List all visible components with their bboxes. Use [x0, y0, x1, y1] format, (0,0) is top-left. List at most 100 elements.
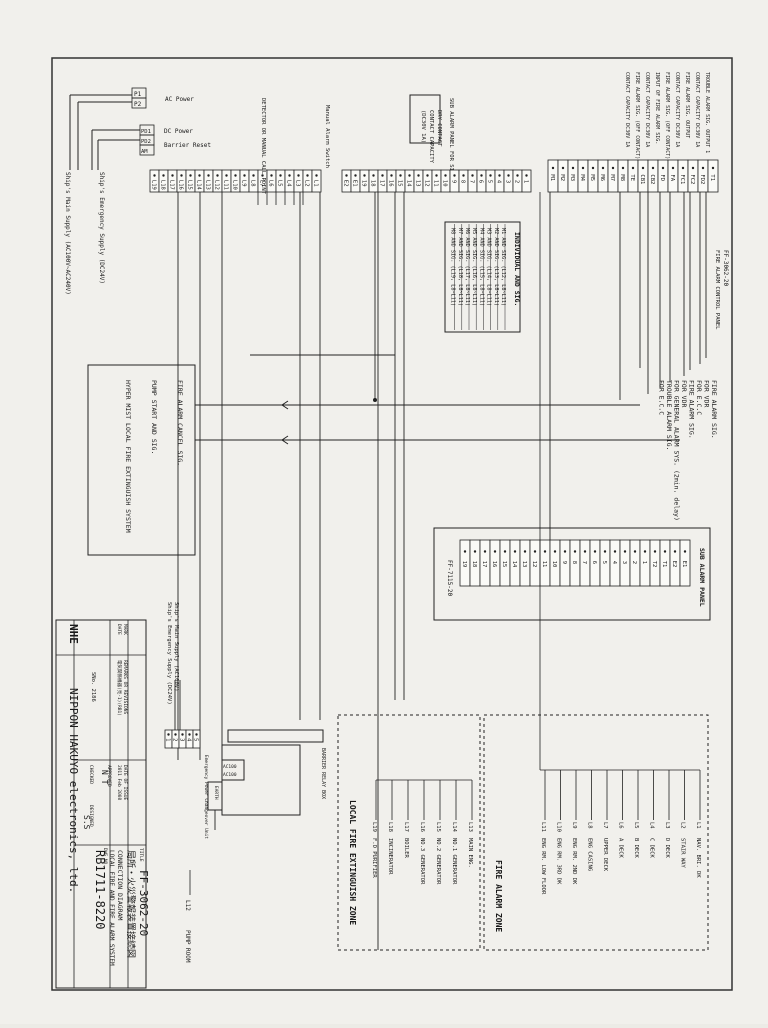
supply-terminal-label: 5 — [193, 738, 199, 741]
right-terminal-label: M7 — [609, 174, 615, 181]
pump-room-tag: L12 — [184, 900, 191, 911]
zone-name: NAV. BRI. DK — [695, 838, 701, 878]
zone-tag: L8 — [587, 822, 593, 829]
left-terminal-label: L1 — [313, 180, 319, 187]
terminal-screw — [390, 174, 393, 177]
individual-and-row: M6 AND SIG. (L17, L8~L11) — [464, 228, 470, 306]
terminal-screw — [611, 166, 615, 170]
middle-terminal-label: 8 — [460, 180, 466, 183]
company-name: NIPPON HAKUYO electronics, ltd. — [67, 688, 80, 893]
right-terminal-label: M1 — [549, 174, 555, 181]
middle-terminal-label: 4 — [496, 180, 502, 184]
sub-alarm-terminal-label: 10 — [551, 561, 557, 568]
terminal-screw — [426, 174, 429, 177]
sub-alarm-terminal-label: 18 — [471, 561, 477, 568]
output-signal-label: FOR GENERAL ALARM SYS. (2min. delay) — [673, 380, 681, 521]
right-terminal-label: FD2 — [699, 174, 705, 184]
left-terminal-label: L16 — [178, 180, 184, 190]
terminal-screw — [525, 174, 528, 177]
designed-label: DESIGNED — [88, 805, 94, 827]
terminal-screw — [683, 550, 687, 553]
revision-entry: 電気関係機器(見-1)(RB1) — [116, 660, 123, 716]
middle-terminal-label: 18 — [370, 180, 376, 187]
left-terminal-label: L10 — [232, 180, 238, 190]
individual-and-row: M5 AND SIG. (L16, L8~L11) — [471, 228, 477, 306]
middle-terminal-label: 5 — [487, 180, 493, 183]
sub-alarm-terminal-label: 4 — [611, 561, 617, 565]
terminal-screw — [651, 166, 655, 170]
dc-terminal-label: PD2 — [141, 139, 151, 145]
right-terminal-label: CB1 — [639, 174, 645, 184]
middle-terminal-label: E2 — [343, 180, 349, 187]
terminal-screw — [643, 550, 647, 553]
contact-note: FIRE ALARM SIG. OUTPUT — [684, 72, 690, 138]
left-terminal-label: L17 — [169, 180, 175, 190]
terminal-screw — [471, 174, 474, 177]
terminal-screw — [663, 550, 667, 553]
local-tag: L16 — [419, 822, 425, 832]
right-terminal-label: M2 — [559, 174, 565, 181]
terminal-screw — [673, 550, 677, 553]
sub-alarm-terminal-label: 3 — [621, 561, 627, 564]
sub-alarm-panel-title: SUB ALARM PANEL — [698, 548, 706, 607]
right-terminal-label: FD — [659, 174, 665, 181]
individual-and-row: M1 AND SIG. (L12, L8~L11) — [500, 228, 506, 306]
left-terminal-label: L13 — [205, 180, 211, 190]
designed-value: S.S — [82, 815, 91, 830]
junction-dot — [373, 398, 377, 402]
manual-switch-label: Manual Alarm Switch — [324, 105, 330, 168]
local-tag: L15 — [435, 822, 441, 832]
terminal-screw — [691, 166, 695, 170]
contact-note: CONTACT CAPACITY DC30V 1A — [674, 72, 680, 147]
zone-tag: L9 — [571, 822, 577, 829]
fire-alarm-zone-title: FIRE ALARM ZONE — [494, 860, 503, 932]
serial-number: SNo. 2186 — [90, 672, 96, 702]
sub-alarm-terminal-label: 14 — [511, 561, 517, 568]
dc-power-label: DC Power — [164, 128, 193, 135]
local-tag: L19 — [371, 822, 377, 832]
contact-note: CONTACT CAPACITY DC30V 1A — [644, 72, 650, 147]
sub-panel-sig-line: (DC30V 1A) — [420, 110, 426, 143]
dc-power-terminal — [139, 144, 155, 156]
terminal-screw — [167, 733, 170, 736]
fire-alarm-zone-box — [483, 714, 709, 951]
dc-terminal-label: PD1 — [141, 129, 151, 135]
sub-alarm-terminal-label: 1 — [641, 561, 647, 564]
terminal-screw — [315, 174, 318, 177]
sub-alarm-terminal-label: 11 — [541, 561, 547, 568]
zone-tag: L6 — [618, 822, 624, 829]
terminal-screw — [593, 550, 597, 553]
middle-terminal-label: 19 — [361, 180, 367, 187]
zone-name: ENG CASING — [587, 838, 593, 871]
right-terminal-label: M4 — [579, 174, 585, 181]
local-name: F.O PURIFIER — [371, 838, 377, 878]
right-terminal-label: T1 — [709, 174, 715, 181]
terminal-screw — [354, 174, 357, 177]
contact-note: CONTACT CAPACITY DC30V 1A — [624, 72, 630, 147]
ac-power-terminal — [131, 97, 147, 109]
zone-tag: L4 — [649, 822, 655, 829]
left-terminal-label: L2 — [304, 180, 310, 187]
terminal-screw — [661, 166, 665, 170]
sub-alarm-terminal-label: 2 — [631, 561, 637, 564]
terminal-screw — [180, 174, 183, 177]
contact-note: TROUBLE ALARM SIG. OUTPUT 1 — [704, 72, 710, 153]
terminal-screw — [270, 174, 273, 177]
terminal-screw — [297, 174, 300, 177]
power-main-label: Ship's Main Supply (AC100V) — [173, 602, 179, 691]
sub-alarm-terminal-label: T1 — [661, 561, 667, 568]
jp-title: 局所・火災警報装置接続図 — [125, 850, 137, 958]
zone-name: A DECK — [618, 838, 624, 859]
left-terminal-label: L9 — [241, 180, 247, 187]
terminal-screw — [198, 174, 201, 177]
local-zone-title: LOCAL FIRE EXTINGUISH ZONE — [348, 800, 357, 925]
terminal-screw — [243, 174, 246, 177]
terminal-screw — [480, 174, 483, 177]
right-terminal-label: M6 — [599, 174, 605, 181]
left-terminal-label: L12 — [214, 180, 220, 190]
contact-note: CONTACT CAPACITY DC30V 1A — [694, 72, 700, 147]
right-terminal-label: FC2 — [689, 174, 695, 184]
terminal-screw — [181, 733, 184, 736]
